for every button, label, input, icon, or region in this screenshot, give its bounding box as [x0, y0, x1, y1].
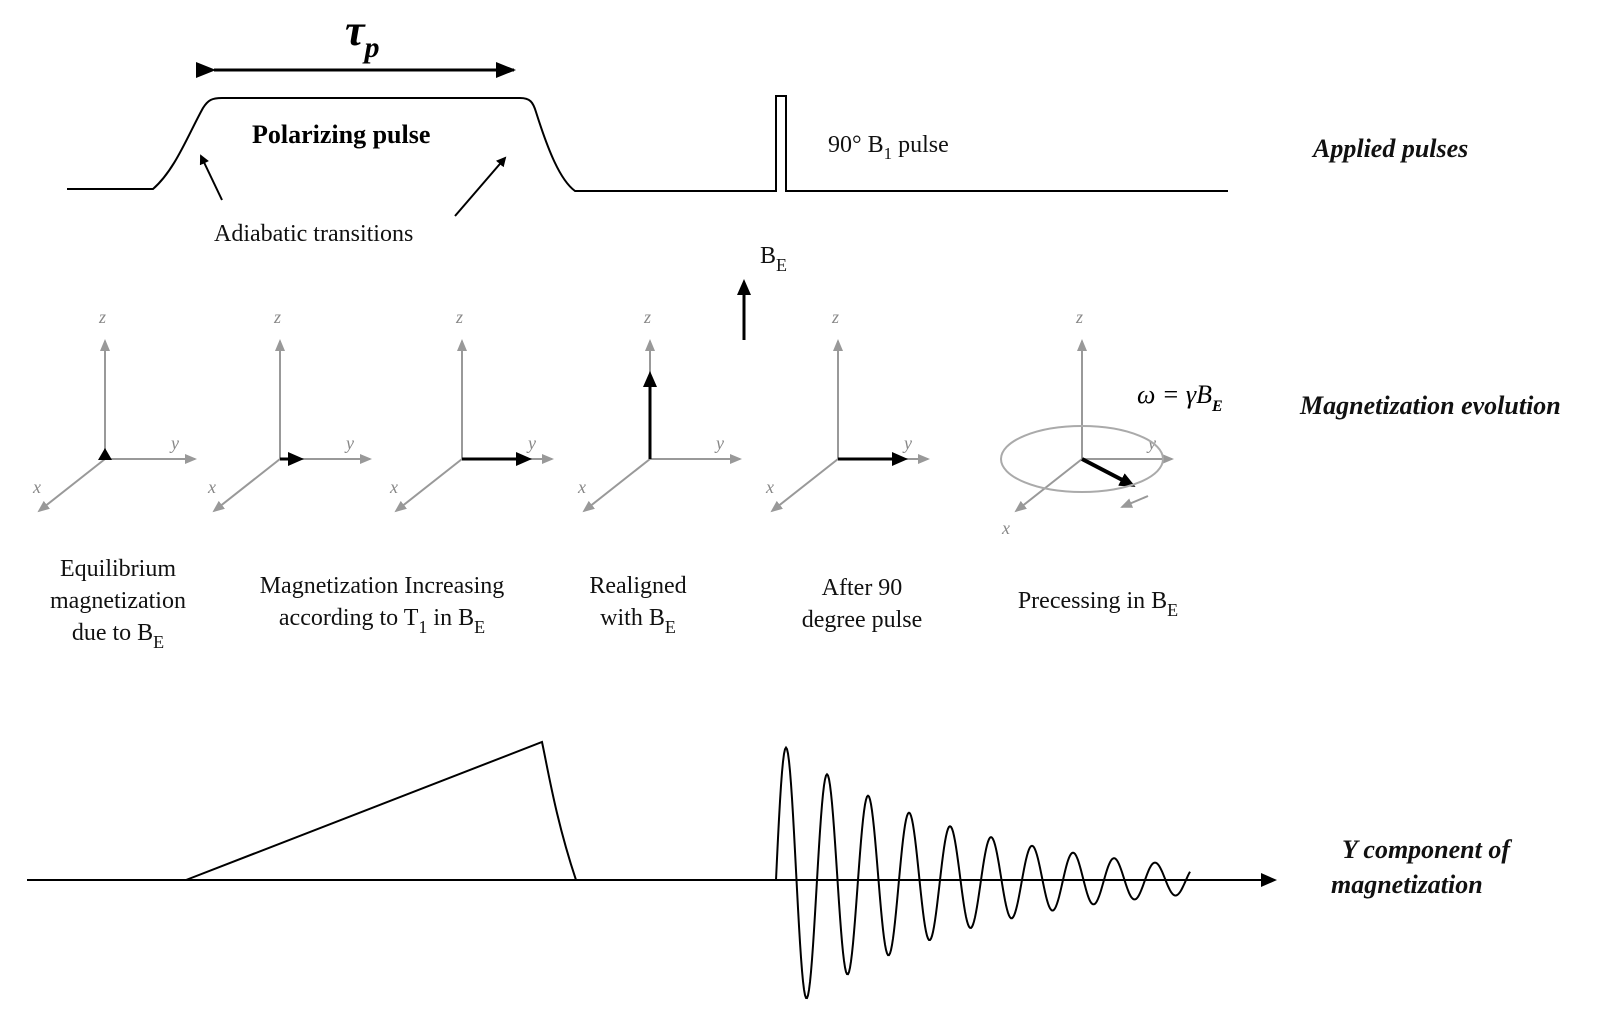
- magnetization-vector: [1081, 457, 1136, 487]
- magnetization-vector: [98, 448, 112, 460]
- x-axis-label: x: [1001, 518, 1010, 538]
- axis-frame-2: z y x: [207, 307, 372, 513]
- x-axis-label: x: [207, 477, 216, 497]
- adiabatic-arrow-left: [199, 154, 223, 201]
- x-axis-label: x: [389, 477, 398, 497]
- precession-extras: ω = γBE Magnetization evolution: [1000, 380, 1561, 508]
- y-component-plot: Y component of magnetization: [27, 740, 1512, 1000]
- y-axis-label: y: [344, 433, 354, 453]
- x-axis-label: x: [577, 477, 586, 497]
- z-axis-label: z: [1075, 307, 1083, 327]
- b1-pulse-label: 90° B1 pulse: [828, 132, 949, 163]
- be-field: BE: [737, 243, 787, 340]
- z-axis-label: z: [455, 307, 463, 327]
- adiabatic-arrow-right: [454, 156, 507, 217]
- polarizing-pulse-label: Polarizing pulse: [252, 120, 430, 149]
- row-label-ycomp-line2: magnetization: [1331, 870, 1483, 899]
- x-axis: [770, 458, 839, 513]
- precession-ellipse: [1000, 425, 1164, 493]
- axis-frame-1: z y x: [32, 307, 197, 513]
- x-axis: [582, 458, 651, 513]
- pulse-waveform: [67, 95, 1228, 192]
- x-axis-label: x: [765, 477, 774, 497]
- fid-signal: [775, 745, 1191, 1000]
- y-axis-label: y: [169, 433, 179, 453]
- axis-frame-4: z y x: [577, 307, 742, 513]
- y-axis-label: y: [714, 433, 724, 453]
- adiabatic-label: Adiabatic transitions: [214, 221, 413, 247]
- tau-label: τp: [345, 6, 380, 64]
- x-axis: [1014, 458, 1083, 513]
- row-label-applied: Applied pulses: [1311, 134, 1468, 163]
- row-label-magnetization: Magnetization evolution: [1299, 391, 1561, 420]
- x-axis: [37, 458, 106, 513]
- pulse-sequence: τp Polarizing pulse Adiabatic transition…: [67, 6, 1468, 247]
- caption-5: Precessing in BE: [1018, 588, 1178, 620]
- z-axis-label: z: [831, 307, 839, 327]
- axis-frame-5: z y x: [765, 307, 930, 513]
- be-label: BE: [760, 243, 787, 275]
- y-axis-label: y: [902, 433, 912, 453]
- omega-label: ω = γBE: [1137, 380, 1223, 415]
- x-axis: [394, 458, 463, 513]
- z-axis-label: z: [643, 307, 651, 327]
- y-axis-label: y: [526, 433, 536, 453]
- axis-frame-6: z y x: [1001, 307, 1174, 538]
- y-axis-label: y: [1146, 433, 1156, 453]
- x-axis: [212, 458, 281, 513]
- row-label-ycomp-line1: Y component of: [1342, 835, 1512, 864]
- buildup-ramp: [185, 740, 577, 881]
- precession-direction-arrow: [1120, 495, 1149, 508]
- axis-frame-3: z y x: [389, 307, 554, 513]
- magnetization-frames: z y x z y x z y x z y x z y x z y x: [32, 307, 1174, 538]
- z-axis-label: z: [273, 307, 281, 327]
- x-axis-label: x: [32, 477, 41, 497]
- z-axis-label: z: [98, 307, 106, 327]
